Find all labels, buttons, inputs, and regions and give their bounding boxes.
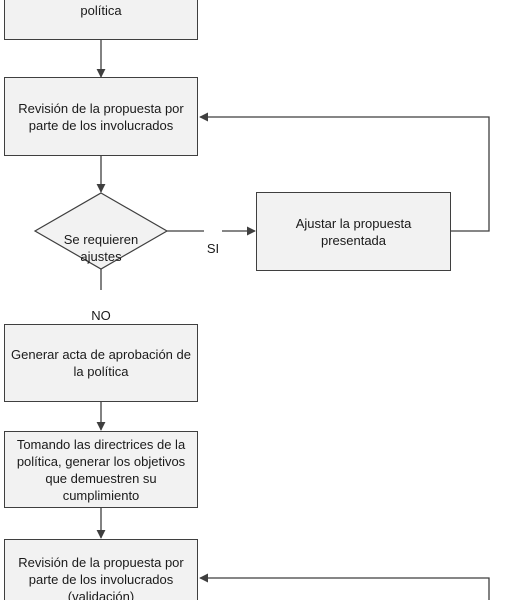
objectives-label: Tomando las directrices de la política, … [16, 436, 186, 503]
review-validation-box: Revisión de la propuesta por parte de lo… [4, 539, 198, 600]
objectives-box: Tomando las directrices de la política, … [4, 431, 198, 508]
decision-text: Se requieren ajustes [63, 232, 139, 264]
review-validation-label: Revisión de la propuesta por parte de lo… [18, 555, 184, 600]
adjust-proposal-label: Ajustar la propuesta presentada [295, 215, 412, 248]
no-edge-text: NO [91, 308, 111, 323]
arrow-adjust-loop-back [199, 112, 490, 232]
approval-act-box: Generar acta de aprobación de la polític… [4, 324, 198, 402]
no-edge-label: NO [88, 290, 114, 324]
review-proposal-label: Revisión de la propuesta por parte de lo… [18, 100, 184, 133]
decision-label: Se requieren ajustes [52, 214, 150, 265]
approval-act-label: Generar acta de aprobación de la polític… [11, 347, 191, 379]
arrow-bottom-loop-back [199, 573, 490, 600]
yes-edge-label: SI [204, 223, 222, 257]
top-process-box: política [4, 0, 198, 40]
review-proposal-box: Revisión de la propuesta por parte de lo… [4, 77, 198, 156]
adjust-proposal-box: Ajustar la propuesta presentada [256, 192, 451, 271]
top-process-label: política [80, 3, 122, 18]
yes-edge-text: SI [206, 241, 220, 256]
